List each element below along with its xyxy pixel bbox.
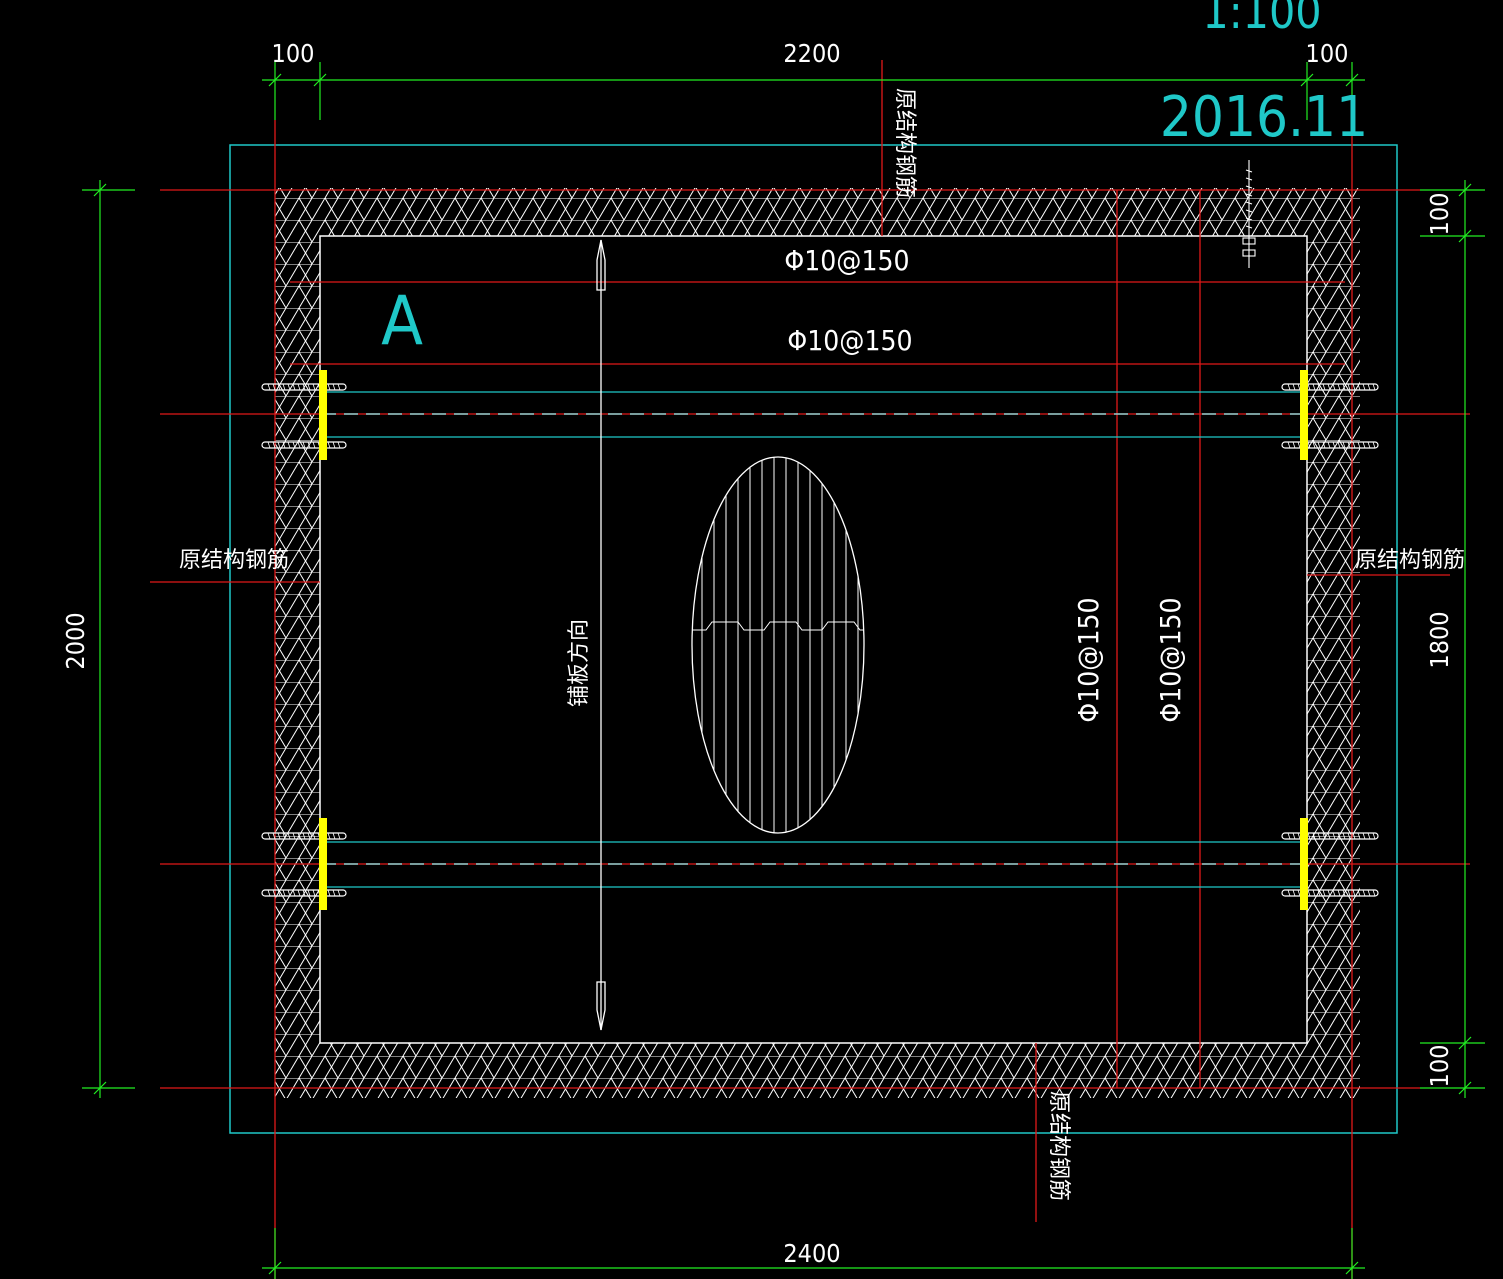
dim-top-right: 100 [1306,39,1349,68]
dim-top-left: 100 [272,39,315,68]
anchor-bolt [261,832,347,840]
rebar-label-vertical-2: Φ10@150 [1154,597,1187,722]
anchor-bolt [1281,889,1379,897]
dim-right-middle: 1800 [1425,611,1454,668]
annotation-original-rebar-right: 原结构钢筋 [1355,548,1465,573]
anchor-bolt [1281,383,1379,391]
rebar-label-horizontal-2: Φ10@150 [787,324,912,357]
dim-bottom: 2400 [783,1239,840,1268]
beam-bottom [322,841,1305,888]
steel-plates [319,370,1308,910]
dim-left: 2000 [61,612,90,669]
annotation-slab-direction: 铺板方向 [567,619,592,707]
rebar-label-horizontal-1: Φ10@150 [784,244,909,277]
slab-direction-arrow [596,239,606,1031]
rebar-label-vertical-1: Φ10@150 [1072,597,1105,722]
outer-frame [229,144,1398,1134]
dim-right-bottom: 100 [1425,1045,1454,1088]
beam-top [322,391,1305,438]
top-vertical-bolt [1242,160,1256,268]
dim-top-middle: 2200 [783,39,840,68]
annotation-original-rebar-top: 原结构钢筋 [892,88,917,198]
opening-ellipse [691,456,865,834]
anchor-bolt [261,889,347,897]
dim-right-top: 100 [1425,193,1454,236]
panel-label: A [381,282,423,361]
scale-label: 1:100 [1202,0,1321,39]
date-label: 2016.11 [1160,85,1368,150]
annotation-original-rebar-bottom: 原结构钢筋 [1046,1091,1071,1201]
dimension-lines [82,62,1485,1279]
anchor-bolt [261,383,347,391]
annotation-original-rebar-left: 原结构钢筋 [179,548,289,573]
